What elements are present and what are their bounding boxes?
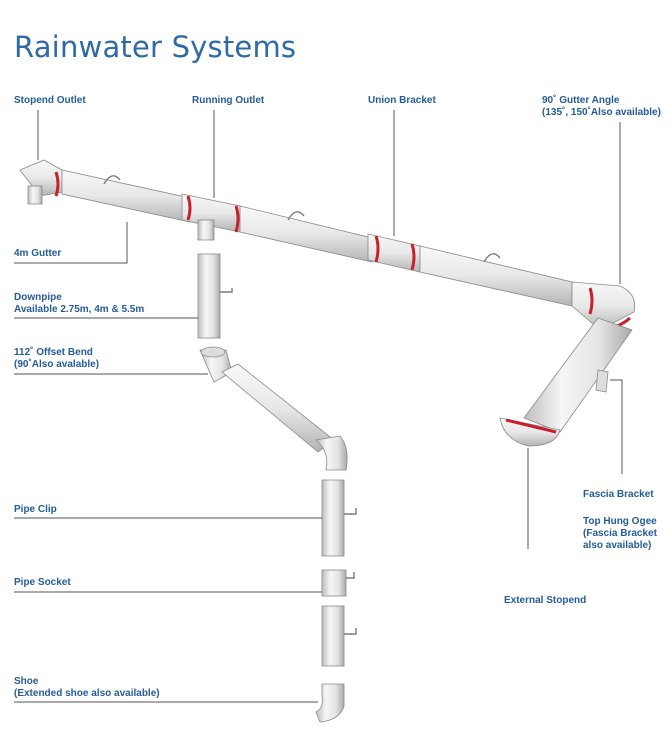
- downpipe-bottom: [321, 605, 345, 667]
- running-outlet-seal-right: [234, 205, 240, 233]
- shoe-part: [315, 683, 345, 723]
- gutter-angle-seal: [588, 287, 594, 315]
- running-outlet-seal-left: [186, 195, 192, 221]
- label-downpipe: Downpipe Available 2.75m, 4m & 5.5m: [14, 292, 144, 316]
- label-external-stopend: External Stopend: [504, 595, 587, 606]
- gutter-run: [19, 159, 636, 447]
- stopend-seal: [54, 171, 60, 197]
- external-stopend-part: [499, 417, 561, 447]
- pipe-clip-part: [344, 508, 357, 515]
- label-offset-bend-line2: (90˚Also avalable): [14, 359, 100, 370]
- external-stopend-seal: [505, 418, 557, 434]
- label-offset-bend: 112˚ Offset Bend (90˚Also avalable): [14, 347, 99, 371]
- running-outlet-spigot: [197, 219, 215, 241]
- union-seal-left: [374, 235, 380, 263]
- label-4m-gutter: 4m Gutter: [14, 248, 62, 259]
- label-top-hung-line2: (Fascia Bracket: [583, 528, 657, 539]
- label-gutter-angle-line1: 90˚ Gutter Angle: [542, 95, 620, 106]
- page-title: Rainwater Systems: [14, 30, 297, 64]
- downpipe-clip-3: [344, 628, 357, 635]
- label-pipe-socket: Pipe Socket: [14, 577, 71, 588]
- label-gutter-angle-line2: (135˚, 150˚Also available): [542, 107, 661, 118]
- label-top-hung-line3: also available): [583, 540, 652, 551]
- label-pipe-clip: Pipe Clip: [14, 504, 57, 515]
- pipe-socket-part: [321, 569, 347, 597]
- gutter-bracket-3: [483, 253, 501, 263]
- gutter-section-2: [239, 205, 373, 263]
- union-seal-right: [410, 243, 416, 271]
- label-top-hung-ogee: Top Hung Ogee (Fascia Bracket also avail…: [583, 516, 657, 552]
- label-offset-bend-line1: 112˚ Offset Bend: [14, 347, 93, 358]
- label-running-outlet: Running Outlet: [192, 95, 265, 106]
- label-gutter-angle: 90˚ Gutter Angle (135˚, 150˚Also availab…: [542, 95, 661, 119]
- angled-gutter-section: [523, 317, 633, 433]
- label-downpipe-line2: Available 2.75m, 4m & 5.5m: [14, 304, 145, 315]
- fascia-bracket-part: [595, 369, 609, 393]
- downpipe-upper: [197, 253, 221, 339]
- stopend-outlet-spigot: [27, 185, 43, 205]
- label-shoe: Shoe (Extended shoe also available): [14, 676, 160, 700]
- leader-fascia-bracket: [610, 379, 623, 474]
- label-top-hung-line1: Top Hung Ogee: [583, 516, 657, 527]
- label-stopend-outlet: Stopend Outlet: [14, 95, 86, 106]
- leader-4m-gutter: [14, 222, 128, 264]
- gutter-bracket-1: [103, 175, 121, 185]
- label-shoe-line1: Shoe: [14, 676, 39, 687]
- downpipe-lower: [321, 479, 345, 557]
- leader-lines: [14, 110, 623, 703]
- gutter-section-1: [61, 169, 191, 223]
- offset-bend-mouth: [200, 346, 226, 358]
- label-downpipe-line1: Downpipe: [14, 292, 62, 303]
- label-union-bracket: Union Bracket: [368, 95, 436, 106]
- label-shoe-line2: (Extended shoe also available): [14, 688, 160, 699]
- pipe-socket-clip: [346, 572, 355, 579]
- offset-pipe: [221, 363, 335, 453]
- gutter-bracket-2: [287, 211, 305, 221]
- offset-bend-bottom: [315, 435, 348, 471]
- downpipe-clip-1: [220, 288, 233, 293]
- downpipe-assembly: [197, 253, 357, 723]
- label-fascia-bracket: Fascia Bracket: [583, 489, 654, 500]
